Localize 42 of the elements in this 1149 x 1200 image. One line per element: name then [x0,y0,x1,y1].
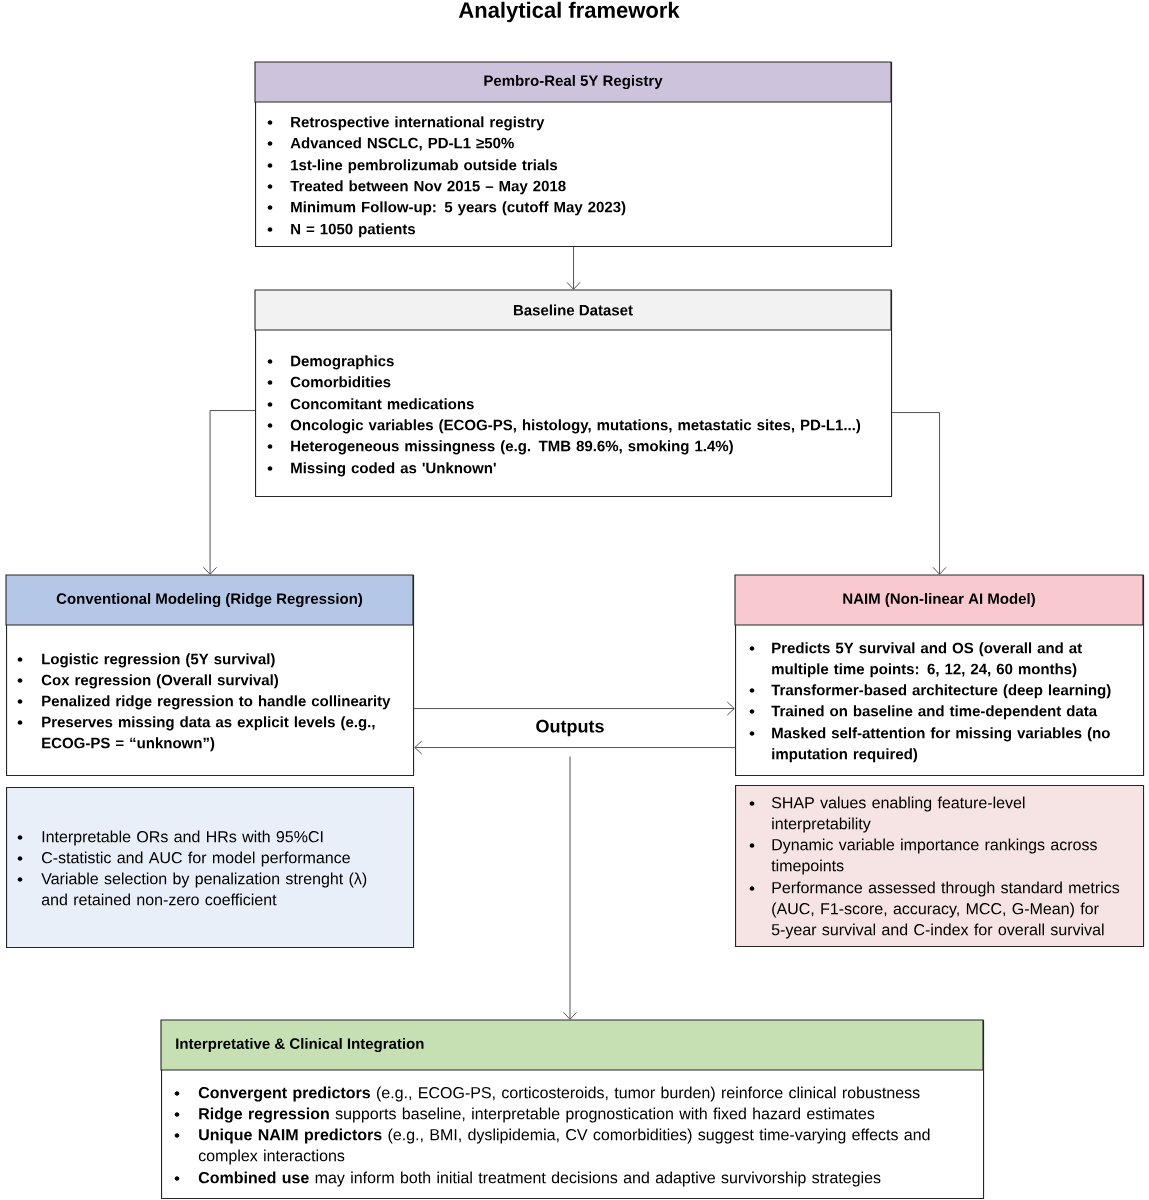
arrow [563,755,577,1020]
list-item: C-statistic and AUC for model performance [42,851,350,867]
box-header: Baseline Dataset [254,289,892,331]
list-item: Oncologic variables (ECOG-PS, histology, mutations, metastatic sites, PD-L1...) [290,419,861,434]
list-item: Preserves missing data as explicit levels (e.g., ECOG-PS = “unknown”) [42,716,375,752]
list-item: Minimum Follow-up: 5 years (cutoff May 2023) [291,201,626,216]
list-item: Ridge regression supports baseline, interpretable prognostication with fixed hazard estimates [199,1107,875,1123]
list-item: N = 1050 patients [291,223,415,238]
list-item: Predicts 5Y survival and OS (overall and at multiple time points: 6, 12, 24, 60 months) [772,642,1082,678]
list-item: Missing coded as 'Unknown' [291,462,496,477]
arrow [414,740,736,755]
list-item: Masked self-attention for missing variables (no imputation required) [772,727,1110,763]
diagram-title: Analytical framework [458,1,680,23]
list-item: Concomitant medications [290,398,474,410]
list-item: Comorbidities [290,376,391,388]
list-item: Demographics [291,355,394,370]
list-item: SHAP values enabling feature-level interpretability [771,796,1025,833]
list-item: Performance assessed through standard metrics (AUC, F1-score, accuracy, MCC, G-Mean) for 5-year survival and C-index for overall survival [771,881,1120,939]
list-item: Interpretable ORs and HRs with 95%CI [42,830,323,846]
list-item: Retrospective international registry [291,116,545,131]
list-item: Penalized ridge regression to handle collinearity [42,695,391,710]
list-item: Trained on baseline and time-dependent data [771,705,1098,720]
list-item: Logistic regression (5Y survival) [42,653,275,668]
list-item: 1st-line pembrolizumab outside trials [291,159,558,174]
arrow [566,246,581,290]
list-item: Heterogeneous missingness (e.g. TMB 89.6%, smoking 1.4%) [291,440,733,455]
list-item: Transformer-based architecture (deep learning) [771,684,1111,699]
list-item: Convergent predictors (e.g., ECOG-PS, corticosteroids, tumor burden) reinforce clinical robustness [198,1086,920,1102]
box-header: Conventional Modeling (Ridge Regression) [5,574,414,626]
list-item: Variable selection by penalization strenght (λ) and retained non-zero coefficient [41,872,367,906]
elbow-arrow [891,412,947,575]
list-item: Dynamic variable importance rankings across timepoints [771,838,1097,875]
box-header: Interpretative & Clinical Integration [160,1019,984,1071]
arrow [413,701,735,716]
flow-label: Outputs [536,719,604,737]
elbow-arrow [203,410,256,575]
list-item: Treated between Nov 2015 – May 2018 [290,180,566,195]
box-header: Pembro-Real 5Y Registry [254,61,892,103]
box-header: NAIM (Non-linear AI Model) [734,574,1144,626]
list-item: Advanced NSCLC, PD-L1 ≥50% [290,137,514,151]
list-item: Cox regression (Overall survival) [41,674,278,689]
list-item: Combined use may inform both initial treatment decisions and adaptive survivorship strategies [198,1171,881,1187]
